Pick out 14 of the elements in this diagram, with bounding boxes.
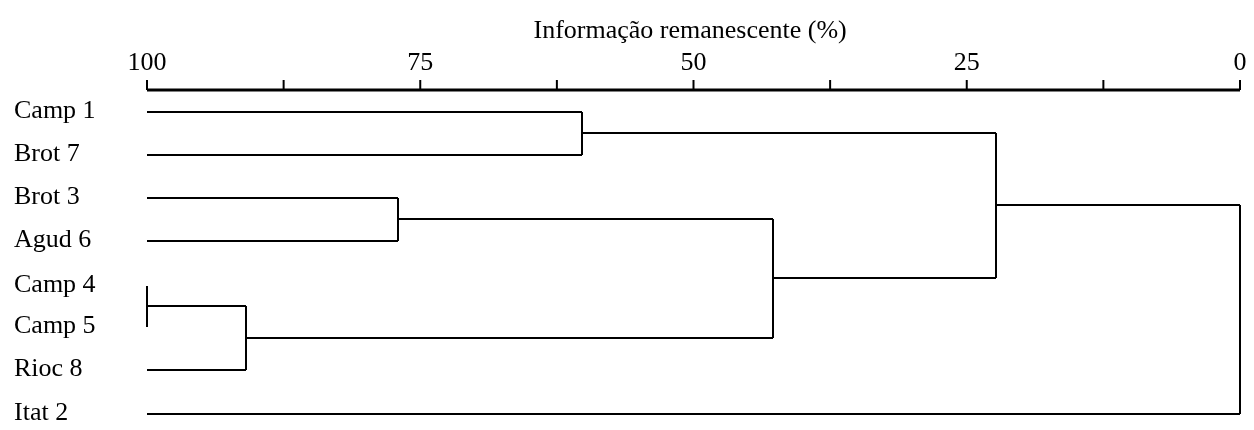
leaf-label: Camp 4	[14, 270, 96, 298]
leaf-label: Itat 2	[14, 398, 69, 426]
leaf-label: Camp 5	[14, 311, 96, 339]
leaf-label: Agud 6	[14, 225, 92, 253]
leaf-label: Rioc 8	[14, 354, 83, 382]
tick-label: 25	[953, 48, 980, 76]
tick-label: 50	[680, 48, 707, 76]
tick-label: 100	[127, 48, 167, 76]
leaf-label: Brot 7	[14, 139, 80, 167]
leaf-label: Brot 3	[14, 182, 80, 210]
axis-title: Informação remanescente (%)	[533, 16, 847, 44]
leaf-label: Camp 1	[14, 96, 96, 124]
tick-label: 0	[1233, 48, 1247, 76]
tick-label: 75	[407, 48, 434, 76]
